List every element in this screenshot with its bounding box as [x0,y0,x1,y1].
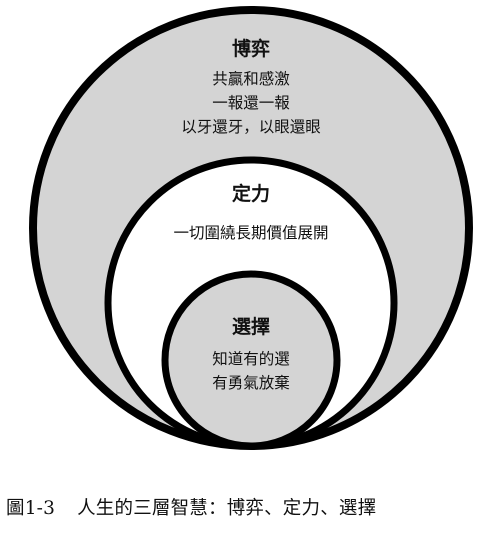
inner-line: 有勇氣放棄 [212,374,290,392]
inner-circle [161,270,341,450]
middle-title: 定力 [232,182,270,205]
figure-number: 圖1-3 [6,498,56,519]
inner-title: 選擇 [232,316,270,338]
outer-title: 博弈 [232,37,270,60]
outer-line: 共贏和感激 [212,70,290,88]
figure-caption-text: 人生的三層智慧：博弈、定力、選擇 [77,498,377,519]
middle-line: 一切圍繞長期價值展開 [173,224,328,242]
outer-line: 一報還一報 [212,94,290,112]
nested-circles-diagram: 博弈 共贏和感激 一報還一報 以牙還牙，以眼還眼 定力 一切圍繞長期價值展開 選… [29,6,473,450]
inner-line: 知道有的選 [212,350,290,368]
outer-line: 以牙還牙，以眼還眼 [181,118,321,136]
figure-caption: 圖1-3 人生的三層智慧：博弈、定力、選擇 [6,494,501,524]
